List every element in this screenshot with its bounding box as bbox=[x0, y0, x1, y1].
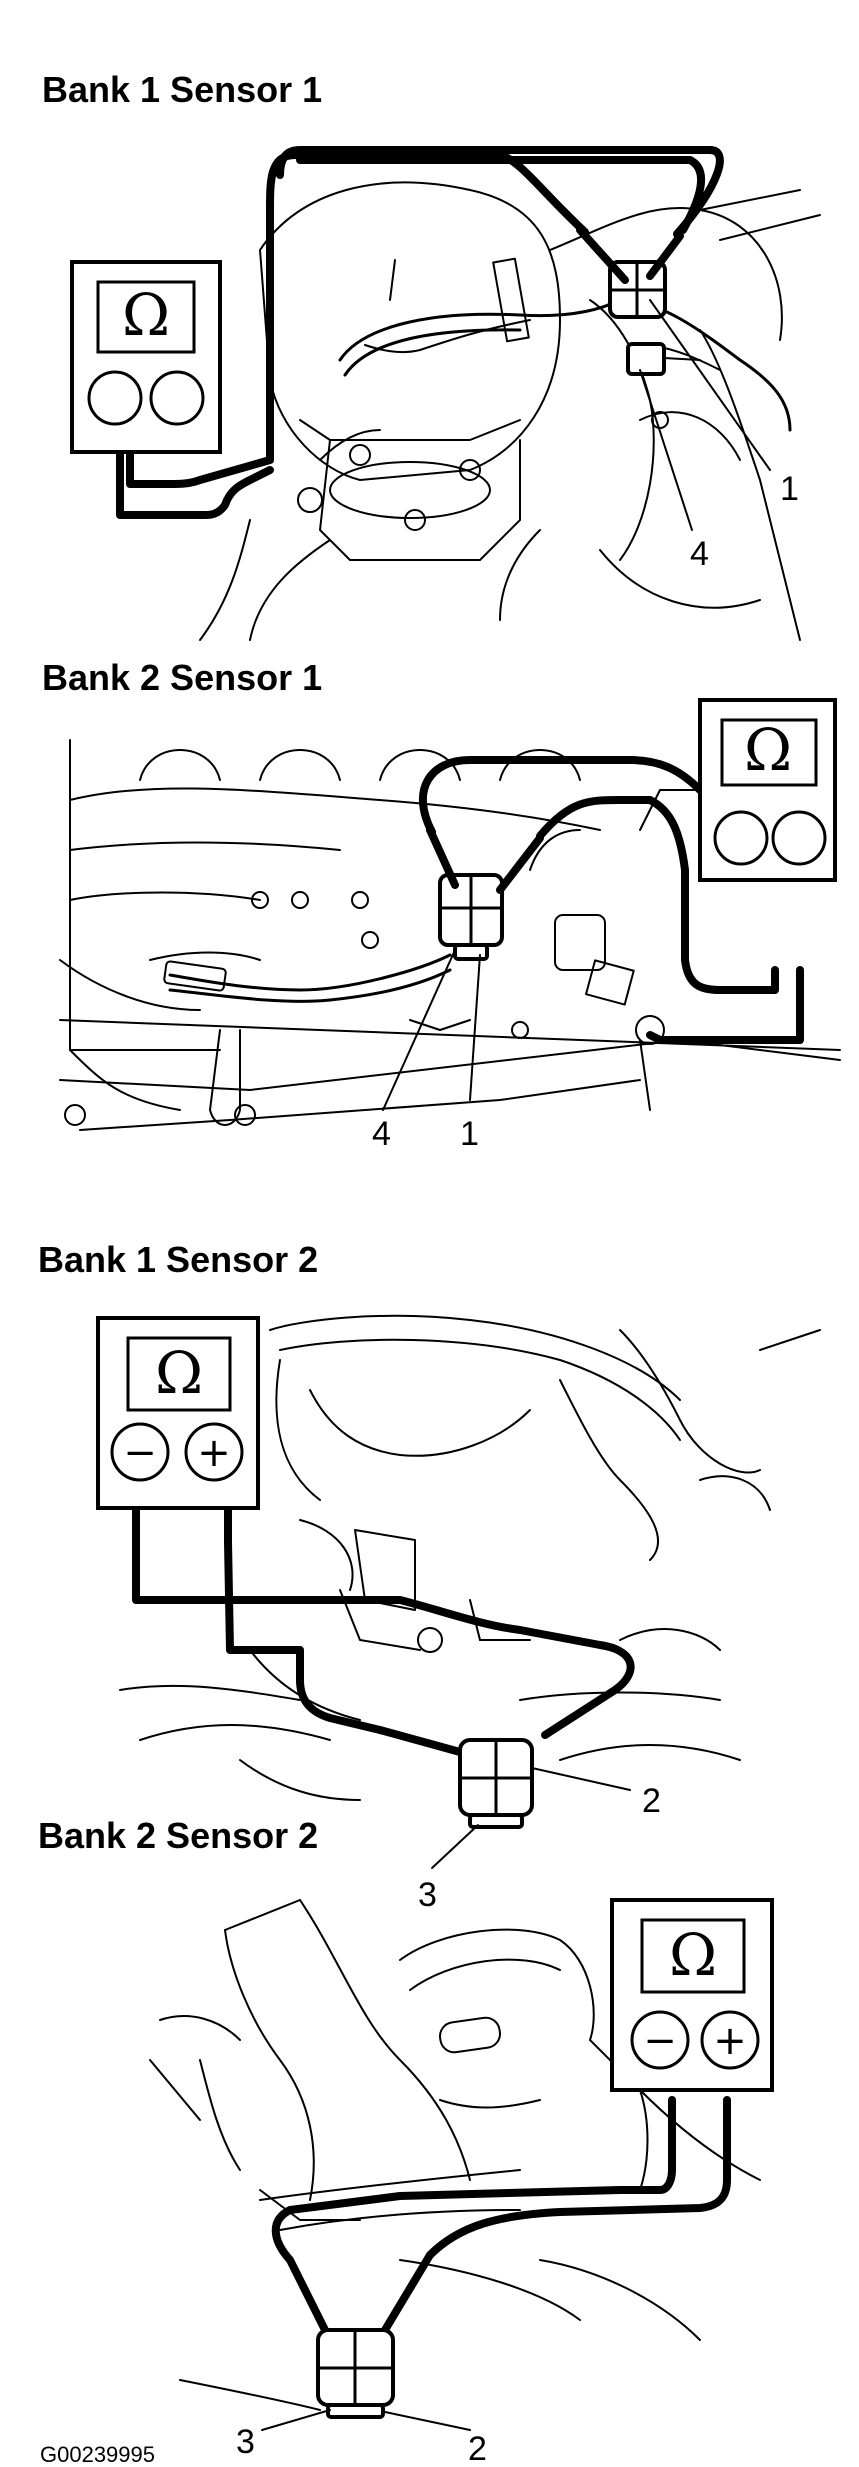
meter-lead-1a bbox=[126, 151, 589, 488]
section-title-bank2-sensor2: Bank 2 Sensor 2 bbox=[38, 1815, 318, 1856]
meter-lead-1b bbox=[296, 156, 706, 234]
leader-callout-3-3 bbox=[431, 1824, 479, 1869]
ohmmeter-plus-terminal-3: + bbox=[197, 1430, 231, 1476]
sensor-harness-1 bbox=[338, 298, 792, 432]
callout-bank2-sensor1-1: 1 bbox=[460, 1115, 479, 1153]
meter-lead-1d bbox=[116, 446, 274, 519]
ohmmeter-symbol-2: Ω bbox=[744, 716, 792, 784]
meter-lead-1c bbox=[276, 146, 724, 238]
meter-lead-3b bbox=[132, 1466, 635, 1694]
ohmmeter-plus-terminal-4: + bbox=[713, 2018, 747, 2064]
connector-bank2-sensor1 bbox=[438, 873, 504, 961]
ohmmeter-symbol-1: Ω bbox=[122, 281, 170, 349]
ohmmeter-bank2-sensor1: Ω bbox=[698, 698, 837, 882]
leader-callout-3-2 bbox=[531, 1767, 631, 1791]
engine-illustration-1 bbox=[199, 181, 821, 641]
meter-lead-2c bbox=[646, 966, 804, 1044]
interior-illustration-4 bbox=[149, 1899, 761, 2411]
meter-lead-2a bbox=[419, 756, 804, 836]
ohmmeter-bank1-sensor1: Ω bbox=[70, 260, 222, 454]
probe-leads-1 bbox=[576, 226, 684, 284]
leader-callout-4-3 bbox=[261, 2409, 331, 2431]
figure-id: G00239995 bbox=[40, 2442, 155, 2467]
ohmmeter-bank2-sensor2: Ω − + bbox=[610, 1898, 774, 2092]
leader-callout-4-2 bbox=[384, 2411, 471, 2431]
ohmmeter-bank1-sensor2: Ω − + bbox=[96, 1316, 260, 1510]
section-title-bank2-sensor1: Bank 2 Sensor 1 bbox=[42, 657, 322, 698]
probe-leads-2 bbox=[426, 826, 544, 894]
callout-bank1-sensor1-1: 1 bbox=[780, 470, 799, 508]
callout-bank2-sensor2-2: 2 bbox=[468, 2430, 487, 2467]
callout-bank2-sensor2-3: 3 bbox=[236, 2423, 255, 2461]
section-title-bank1-sensor2: Bank 1 Sensor 2 bbox=[38, 1239, 318, 1280]
ohmmeter-minus-terminal-3: − bbox=[123, 1430, 157, 1476]
section-title-bank1-sensor1: Bank 1 Sensor 1 bbox=[42, 69, 322, 110]
meter-lead-4a bbox=[271, 2096, 676, 2264]
leader-callout-1-4 bbox=[639, 369, 693, 531]
probe-leads-4 bbox=[286, 2251, 434, 2334]
ohmmeter-minus-terminal-4: − bbox=[643, 2018, 677, 2064]
leader-callout-2-4 bbox=[382, 949, 456, 1111]
connector-bank2-sensor2 bbox=[316, 2328, 395, 2419]
probe-leads-3 bbox=[376, 1686, 619, 1756]
meter-lead-4b bbox=[426, 2096, 731, 2259]
engine-illustration-2 bbox=[59, 739, 841, 1131]
callout-bank1-sensor2-2: 2 bbox=[642, 1782, 661, 1820]
meter-lead-2b bbox=[536, 796, 779, 994]
ohmmeter-symbol-4: Ω bbox=[669, 1921, 717, 1989]
meter-lead-3a bbox=[224, 1466, 384, 1734]
callout-bank2-sensor1-4: 4 bbox=[372, 1115, 391, 1153]
callout-bank1-sensor1-4: 4 bbox=[690, 535, 709, 573]
interior-illustration-3 bbox=[119, 1314, 821, 1801]
ohmmeter-symbol-3: Ω bbox=[155, 1339, 203, 1407]
leader-callout-2-1 bbox=[469, 954, 481, 1101]
sensor-harness-2 bbox=[163, 953, 452, 1003]
connector-bank1-sensor2 bbox=[458, 1738, 534, 1829]
leader-callout-1-1 bbox=[649, 299, 771, 471]
callout-bank1-sensor2-3: 3 bbox=[418, 1876, 437, 1914]
